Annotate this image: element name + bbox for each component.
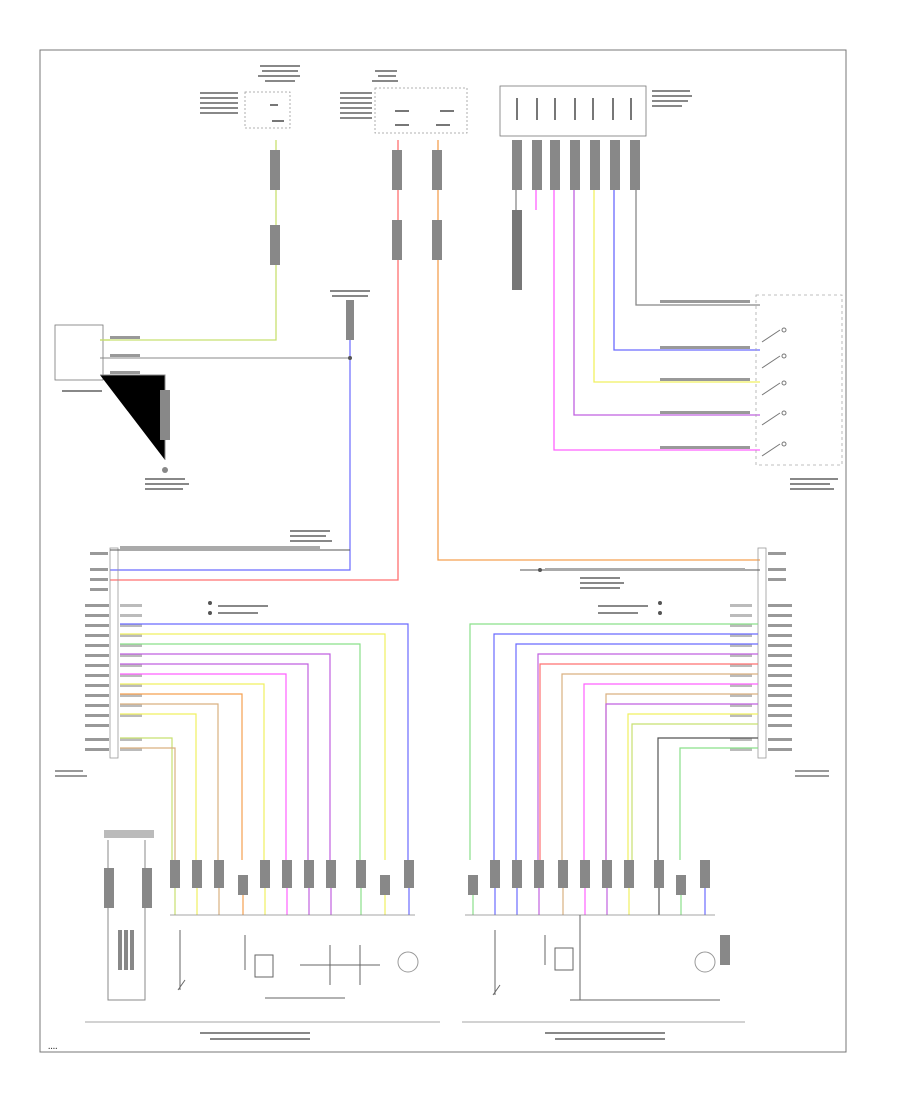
fuse-panel-top-left: [200, 65, 300, 129]
driver-bottom-connectors: [170, 860, 414, 895]
driver-fanout-wires: [120, 623, 409, 860]
driver-motors: [177, 930, 419, 999]
seat-control-switch-connector: [499, 85, 692, 137]
passenger-bottom-wires: [465, 888, 715, 916]
ground-point-left: [110, 290, 370, 571]
switch-wires: [515, 140, 760, 451]
wire-green-top: [100, 140, 277, 341]
left-switch-block: [54, 324, 350, 490]
fuse-panel-top-center: [340, 70, 468, 134]
passenger-fanout-wires: [469, 623, 758, 860]
wire-red-main: [110, 140, 399, 581]
footer-code: ••••: [48, 1046, 57, 1051]
passenger-bottom-connectors: [468, 860, 710, 895]
diagram-frame: [39, 49, 847, 1053]
driver-seat-module: [55, 530, 350, 777]
switch-contacts: [761, 327, 787, 457]
bottom-group-captions: [85, 1021, 745, 1040]
passenger-seat-module: [520, 547, 829, 777]
wire-orange-main: [437, 140, 760, 561]
passenger-motors: [492, 915, 730, 1001]
driver-sensor-block: [104, 830, 154, 1001]
driver-bottom-wires: [170, 888, 415, 916]
